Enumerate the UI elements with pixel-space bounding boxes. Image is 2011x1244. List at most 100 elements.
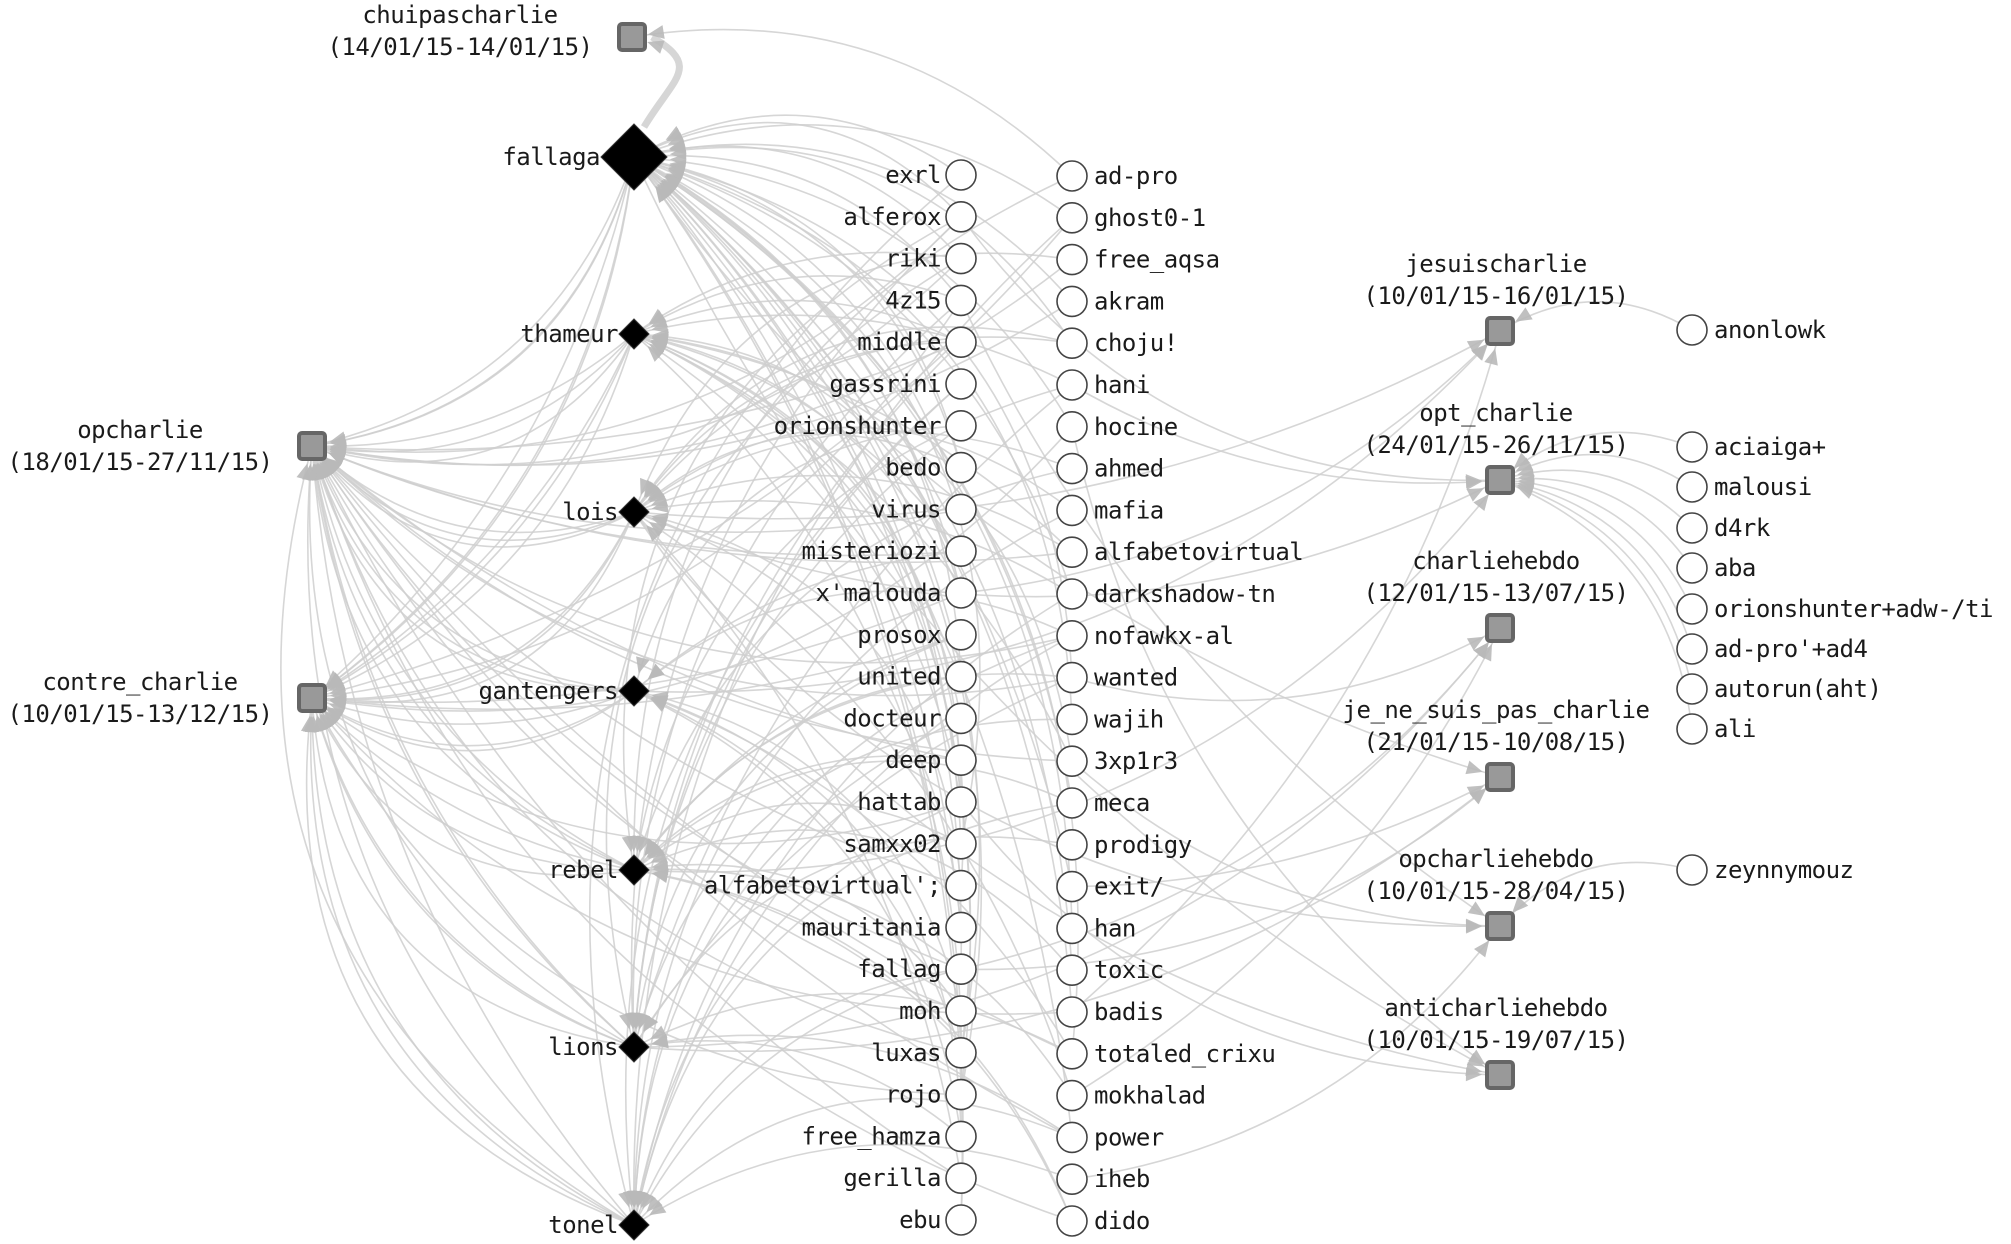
edge	[633, 430, 1073, 513]
edge	[633, 1097, 1073, 1226]
user-node-exrl[interactable]	[945, 159, 977, 191]
user-node-mauritania[interactable]	[945, 911, 977, 944]
user-node-docteur[interactable]	[945, 702, 977, 735]
user-node-fallag[interactable]	[945, 953, 977, 986]
user-node-samxx02[interactable]	[945, 827, 977, 860]
user-node-meca[interactable]	[1056, 787, 1088, 819]
hashtag-node-anticharliehebdo[interactable]	[1485, 1060, 1515, 1090]
user-node-prodigy[interactable]	[1056, 828, 1088, 861]
edge	[633, 590, 1073, 692]
hashtag-node-contre-charlie[interactable]	[297, 683, 327, 713]
user-node-choju[interactable]	[1056, 327, 1088, 360]
user-node-gerilla[interactable]	[945, 1162, 977, 1194]
edge	[1071, 627, 1501, 702]
user-node-iheb[interactable]	[1056, 1163, 1088, 1195]
user-node-ali[interactable]	[1676, 713, 1708, 745]
user-node-totaled-crixu[interactable]	[1056, 1038, 1088, 1070]
user-node-akram[interactable]	[1056, 285, 1088, 318]
user-node-nofawkx-al[interactable]	[1056, 619, 1088, 652]
user-node-ahmed[interactable]	[1056, 452, 1088, 485]
arrowhead	[646, 1195, 663, 1213]
team-node-rebel[interactable]	[618, 854, 650, 886]
user-label: dido	[1094, 1207, 1150, 1235]
hashtag-node-chuipascharlie[interactable]	[617, 22, 647, 52]
user-node-toxic[interactable]	[1056, 954, 1088, 987]
user-node-autorun-aht[interactable]	[1676, 673, 1708, 705]
user-node-virus[interactable]	[945, 493, 977, 526]
user-node-wajih[interactable]	[1056, 703, 1088, 736]
team-node-thameur[interactable]	[618, 318, 650, 350]
user-node-moh[interactable]	[945, 995, 977, 1027]
user-node-malousi[interactable]	[1676, 471, 1708, 503]
team-node-gantengers[interactable]	[618, 675, 650, 707]
user-node-power[interactable]	[1056, 1121, 1088, 1154]
edge	[1071, 776, 1501, 888]
user-node-han[interactable]	[1056, 912, 1088, 945]
user-node-luxas[interactable]	[945, 1037, 977, 1069]
user-node-ebu[interactable]	[945, 1204, 977, 1236]
user-label: luxas	[871, 1039, 941, 1067]
user-node-prosox[interactable]	[945, 618, 977, 651]
edge	[960, 627, 1501, 970]
team-node-lions[interactable]	[618, 1031, 650, 1063]
user-node-zeynnymouz[interactable]	[1676, 854, 1708, 886]
user-node-hocine[interactable]	[1056, 410, 1088, 443]
user-node-mafia[interactable]	[1056, 494, 1088, 527]
user-node-x-malouda[interactable]	[945, 577, 977, 609]
arrowhead	[1484, 348, 1498, 366]
user-node-ad-pro[interactable]	[1056, 160, 1088, 192]
user-node-aciaiga[interactable]	[1676, 431, 1708, 463]
hashtag-node-opcharlie[interactable]	[297, 431, 327, 461]
hashtag-date-range: (21/01/15-10/08/15)	[1363, 728, 1628, 756]
user-node-bedo[interactable]	[945, 451, 977, 484]
user-node-mokhalad[interactable]	[1056, 1079, 1088, 1112]
arrowhead	[649, 521, 667, 537]
user-node-riki[interactable]	[945, 242, 977, 275]
user-node-middle[interactable]	[945, 326, 977, 359]
hashtag-node-charliehebdo[interactable]	[1485, 613, 1515, 643]
user-node-darkshadow-tn[interactable]	[1056, 578, 1088, 610]
user-node-rojo[interactable]	[945, 1078, 977, 1111]
arrowhead	[1515, 307, 1533, 322]
edge	[311, 445, 1073, 697]
team-node-fallaga[interactable]	[600, 123, 668, 191]
user-node-exit[interactable]	[1056, 870, 1088, 903]
hashtag-node-je-ne-suis-pas-charlie[interactable]	[1485, 762, 1515, 792]
edge	[633, 718, 1073, 1048]
user-node-anonlowk[interactable]	[1676, 314, 1708, 346]
user-node-wanted[interactable]	[1056, 661, 1088, 694]
arrowhead	[329, 696, 347, 711]
hashtag-node-opt-charlie[interactable]	[1485, 465, 1515, 495]
user-node-free-hamza[interactable]	[945, 1120, 977, 1153]
edge	[311, 300, 1073, 467]
user-node-hattab[interactable]	[945, 786, 977, 818]
user-node-hani[interactable]	[1056, 369, 1088, 401]
user-node-deep[interactable]	[945, 744, 977, 777]
arrowhead	[302, 463, 317, 481]
user-label: prodigy	[1094, 831, 1192, 859]
user-node-aba[interactable]	[1676, 552, 1708, 584]
user-node-free-aqsa[interactable]	[1056, 243, 1088, 276]
team-node-lois[interactable]	[618, 496, 650, 528]
edge	[633, 336, 1073, 513]
user-node-alfabetovirtual[interactable]	[945, 869, 977, 902]
user-node-united[interactable]	[945, 660, 977, 693]
user-node-4z15[interactable]	[945, 284, 977, 317]
user-node-badis[interactable]	[1056, 996, 1088, 1028]
user-node-ad-pro-ad4[interactable]	[1676, 633, 1708, 665]
user-node-dido[interactable]	[1056, 1205, 1088, 1237]
user-node-ghost0-1[interactable]	[1056, 202, 1088, 234]
user-node-3xp1r3[interactable]	[1056, 745, 1088, 778]
hashtag-node-jesuischarlie[interactable]	[1485, 316, 1515, 346]
edge	[306, 445, 635, 1226]
team-node-tonel[interactable]	[618, 1209, 650, 1241]
arrowhead	[647, 25, 665, 39]
user-node-orionshunter[interactable]	[945, 409, 977, 442]
user-node-orionshunter-adw-ti[interactable]	[1676, 593, 1708, 625]
user-node-alferox[interactable]	[945, 201, 977, 233]
user-node-misteriozi[interactable]	[945, 535, 977, 568]
user-node-d4rk[interactable]	[1676, 512, 1708, 544]
user-node-alfabetovirtual[interactable]	[1056, 536, 1088, 569]
hashtag-node-opcharliehebdo[interactable]	[1485, 911, 1515, 941]
user-node-gassrini[interactable]	[945, 368, 977, 400]
